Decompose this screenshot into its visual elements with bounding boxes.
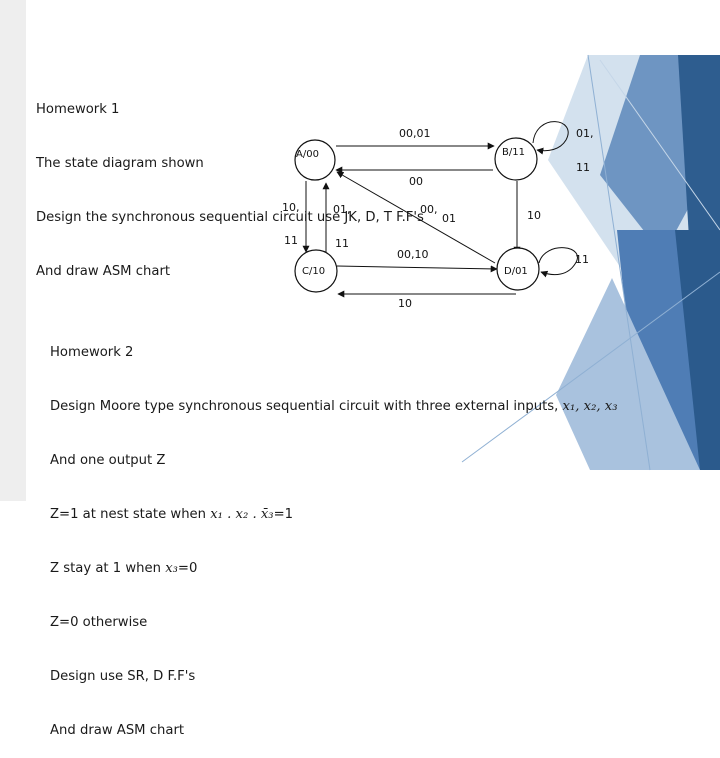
deco-pale-shape	[556, 278, 700, 470]
state-c-label: C/10	[302, 266, 325, 277]
homework-2-line-3: Z=1 at nest state when x₁ . x₂ . x̄₃=1	[50, 506, 618, 524]
state-b-circle	[494, 137, 538, 181]
homework-2-stay-var: x₃	[165, 561, 178, 576]
deco-line-3	[599, 59, 720, 231]
homework-2-block: Homework 2 Design Moore type synchronous…	[50, 308, 618, 758]
homework-2-line-2: And one output Z	[50, 453, 166, 468]
state-diagram: A/00 B/11 C/10 D/01 00,01 00 01, 11 10 1…	[282, 121, 594, 310]
slide-decoration	[461, 54, 720, 471]
homework-2-line-4: Z stay at 1 when x₃=0	[50, 560, 618, 578]
label-a-to-b: 00,01	[399, 127, 431, 140]
homework-2-line-3-end: =1	[273, 507, 294, 522]
edge-d-to-a	[336, 171, 496, 264]
homework-2-line-4-end: =0	[177, 561, 198, 576]
label-d-to-a-2: 01	[442, 212, 456, 225]
label-b-self-1: 01,	[576, 127, 594, 140]
homework-1-title: Homework 1	[36, 102, 120, 117]
homework-2-condition-expr: x₁ . x₂ . x̄₃	[210, 507, 274, 522]
homework-1-line-2: Design the synchronous sequential circui…	[36, 210, 424, 225]
homework-2-line-1: Design Moore type synchronous sequential…	[50, 398, 618, 416]
left-margin-bar	[0, 0, 26, 501]
label-d-to-a-1: 00,	[420, 203, 438, 216]
label-c-to-d: 00,10	[397, 248, 429, 261]
state-d-circle	[496, 247, 540, 291]
homework-2-line-5: Z=0 otherwise	[50, 615, 148, 630]
edge-c-to-d	[336, 265, 498, 273]
label-b-self-2: 11	[576, 161, 590, 174]
homework-2-title: Homework 2	[50, 345, 134, 360]
homework-1-block: Homework 1 The state diagram shown Desig…	[36, 65, 424, 299]
homework-2-line-1-text: Design Moore type synchronous sequential…	[50, 399, 563, 414]
label-b-to-a: 00	[409, 175, 423, 188]
state-a-label: A/00	[296, 149, 319, 160]
homework-2-input-vars: x₁, x₂, x₃	[562, 399, 618, 414]
homework-2-line-6: Design use SR, D F.F's	[50, 669, 196, 684]
homework-2-line-3-text: Z=1 at nest state when	[50, 507, 211, 522]
homework-1-line-1: The state diagram shown	[36, 156, 204, 171]
state-d-label: D/01	[504, 266, 528, 277]
edge-d-self-loop	[538, 247, 578, 278]
state-c-circle	[294, 249, 338, 293]
label-c-to-a-2: 11	[335, 237, 349, 250]
edge-b-self-loop	[532, 121, 569, 155]
state-b-label: B/11	[502, 147, 525, 158]
label-c-to-a-1: 01,	[333, 203, 351, 216]
label-d-self: 11	[575, 253, 589, 266]
label-a-to-c-1: 10,	[282, 201, 300, 214]
deco-darkblue-shape	[675, 230, 720, 470]
deco-dark-shape	[678, 55, 720, 255]
deco-line-2	[461, 271, 720, 463]
homework-1-line-3: And draw ASM chart	[36, 264, 171, 279]
deco-line-1	[587, 54, 651, 471]
label-d-to-c: 10	[398, 297, 412, 310]
state-a-circle	[294, 139, 336, 181]
label-a-to-c-2: 11	[284, 234, 298, 247]
homework-2-line-7: And draw ASM chart	[50, 723, 185, 738]
label-b-to-d: 10	[527, 209, 541, 222]
homework-2-line-4-text: Z stay at 1 when	[50, 561, 166, 576]
